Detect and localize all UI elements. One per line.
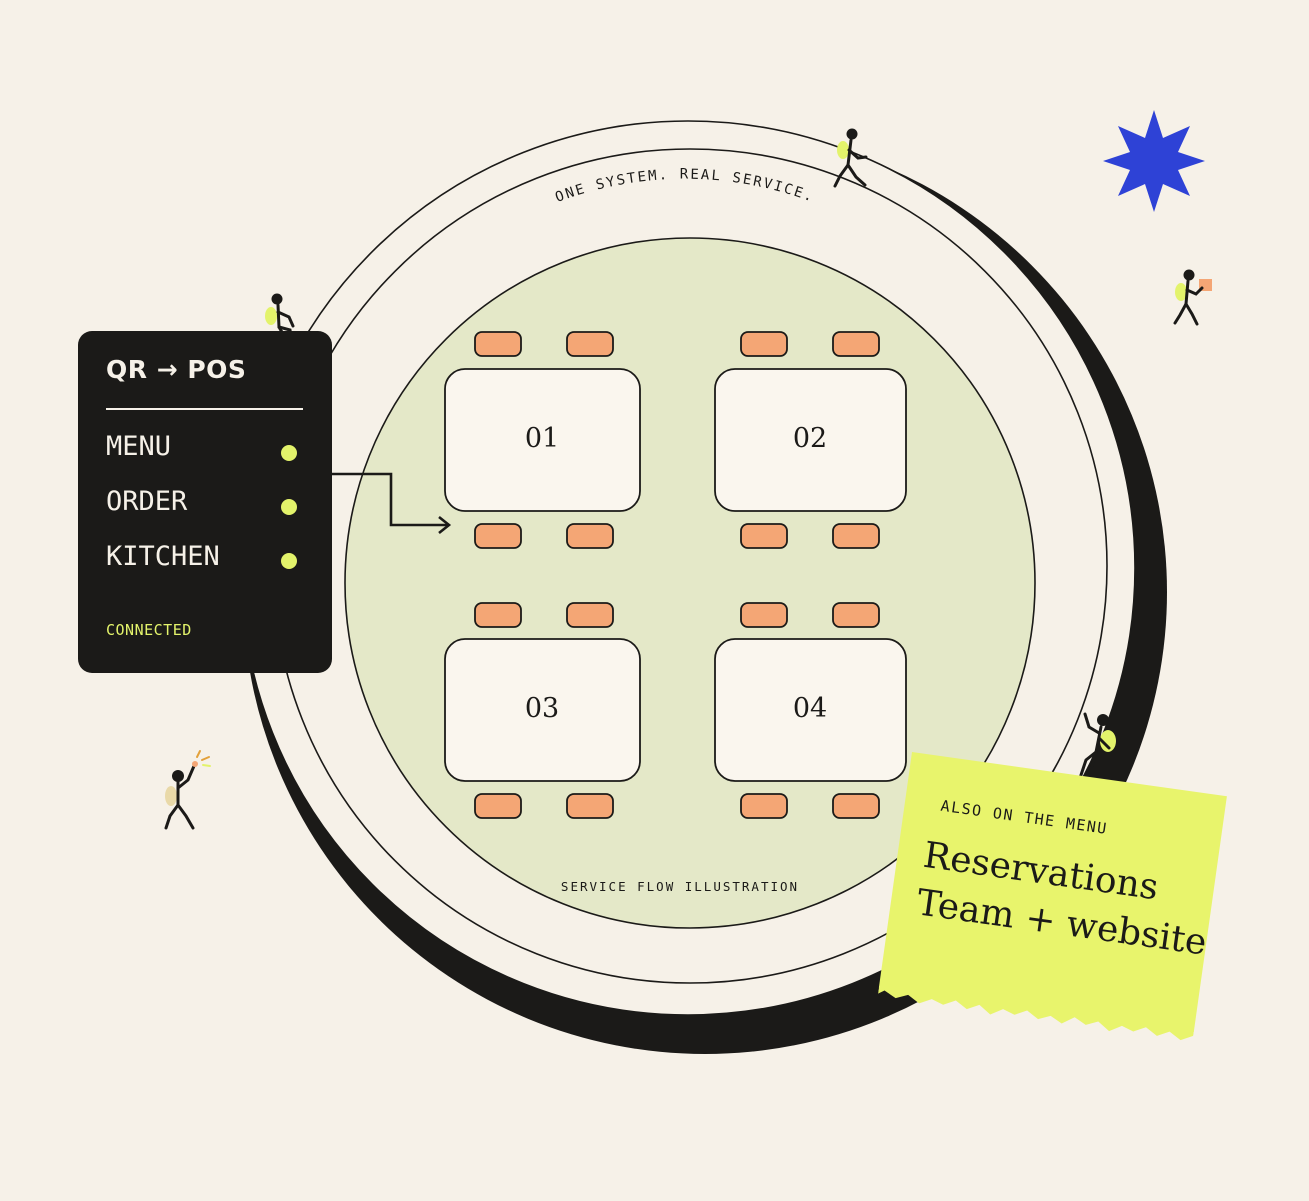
tables — [444, 368, 907, 782]
pos-item-menu: MENU — [106, 431, 172, 462]
walking-person-icon — [833, 128, 868, 188]
seat — [474, 331, 522, 357]
pos-panel-title: QR → POS — [106, 355, 247, 384]
seat — [832, 602, 880, 628]
seat — [566, 602, 614, 628]
seat — [740, 793, 788, 819]
table-number: 04 — [793, 693, 827, 724]
seat — [474, 523, 522, 549]
seat — [566, 523, 614, 549]
status-dot — [281, 499, 297, 515]
pos-panel: QR → POS MENU ORDER KITCHEN CONNECTED — [78, 331, 332, 673]
person-carrying-box-icon — [1173, 269, 1212, 326]
note-label: ALSO ON THE MENU — [939, 796, 1109, 838]
seat — [832, 523, 880, 549]
seat — [740, 331, 788, 357]
status-dot — [281, 445, 297, 461]
arrow-icon — [330, 472, 452, 535]
torn-edge — [878, 985, 1195, 1041]
table-number: 02 — [793, 423, 827, 454]
floor-caption: SERVICE FLOW ILLUSTRATION — [561, 879, 799, 894]
star-icon — [1103, 110, 1205, 212]
waving-person-icon — [164, 750, 211, 830]
table-02 — [714, 368, 907, 512]
pos-item-kitchen: KITCHEN — [106, 541, 220, 572]
table-number: 01 — [525, 423, 559, 454]
table-number: 03 — [525, 693, 559, 724]
seats — [474, 331, 880, 819]
seat — [740, 602, 788, 628]
sticky-note: ALSO ON THE MENU Reservations Team + web… — [878, 752, 1227, 1041]
table-03 — [444, 638, 641, 782]
table-01 — [444, 368, 641, 512]
pos-panel-divider — [106, 408, 303, 410]
seat — [832, 793, 880, 819]
climbing-person-icon — [1078, 712, 1116, 780]
seat — [566, 793, 614, 819]
status-dot — [281, 553, 297, 569]
seat — [832, 331, 880, 357]
table-04 — [714, 638, 907, 782]
seat — [740, 523, 788, 549]
pos-item-order: ORDER — [106, 486, 188, 517]
connection-status: CONNECTED — [106, 621, 192, 639]
seat — [566, 331, 614, 357]
seat — [474, 793, 522, 819]
seat — [474, 602, 522, 628]
